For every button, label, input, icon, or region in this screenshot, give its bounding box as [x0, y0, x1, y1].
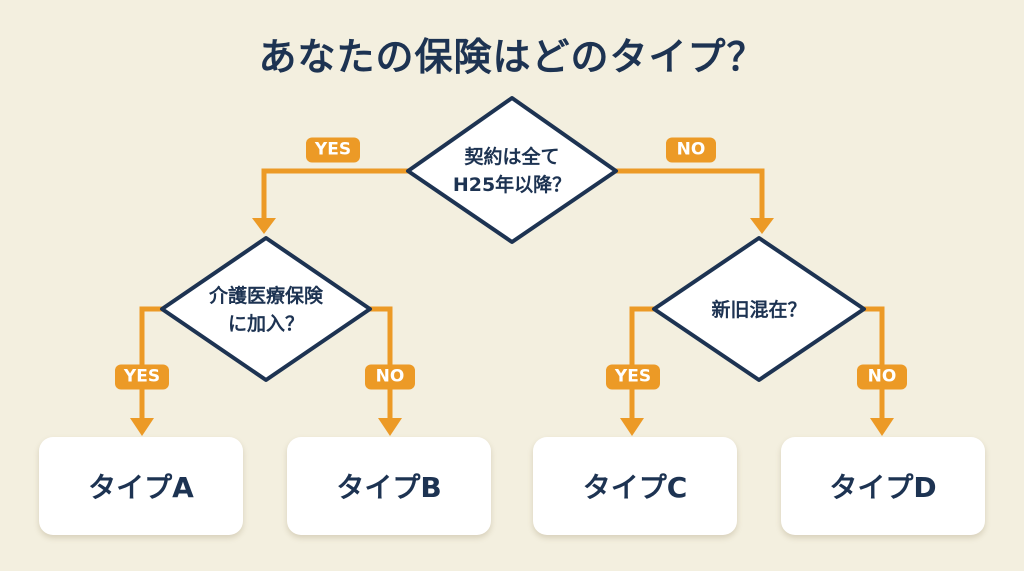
result-type-b: タイプB [287, 437, 491, 535]
arrowhead-c [620, 418, 644, 436]
result-type-a: タイプA [39, 437, 243, 535]
badge-root-yes: YES [306, 137, 360, 163]
question-left-line1: 介護医療保険 [208, 285, 324, 307]
question-left: 介護医療保険 に加入？ [209, 282, 323, 338]
badge-root-no: NO [666, 137, 716, 163]
question-root-line2: H25年以降？ [452, 174, 572, 196]
question-right: 新旧混在？ [711, 296, 806, 324]
decision-diamond-right [652, 236, 866, 382]
question-root-line1: 契約は全て [464, 146, 560, 168]
decision-diamond-root [406, 96, 618, 244]
result-type-c: タイプC [533, 437, 737, 535]
arrowhead-b [378, 418, 402, 436]
question-left-line2: に加入？ [227, 313, 305, 335]
arrowhead-a [130, 418, 154, 436]
page-title: あなたの保険はどのタイプ？ [258, 35, 766, 79]
question-root: 契約は全て H25年以降？ [453, 143, 571, 199]
question-right-line1: 新旧混在？ [711, 299, 807, 321]
connector-root-no [616, 168, 765, 222]
result-type-d: タイプD [781, 437, 985, 535]
badge-left-no: NO [365, 364, 415, 390]
connector-root-yes [261, 168, 408, 222]
badge-right-no: NO [857, 364, 907, 390]
badge-left-yes: YES [115, 364, 169, 390]
arrowhead-root-no [750, 218, 774, 234]
arrowhead-root-yes [252, 218, 276, 234]
arrowhead-d [870, 418, 894, 436]
decision-diamond-left [160, 236, 372, 382]
badge-right-yes: YES [606, 364, 660, 390]
